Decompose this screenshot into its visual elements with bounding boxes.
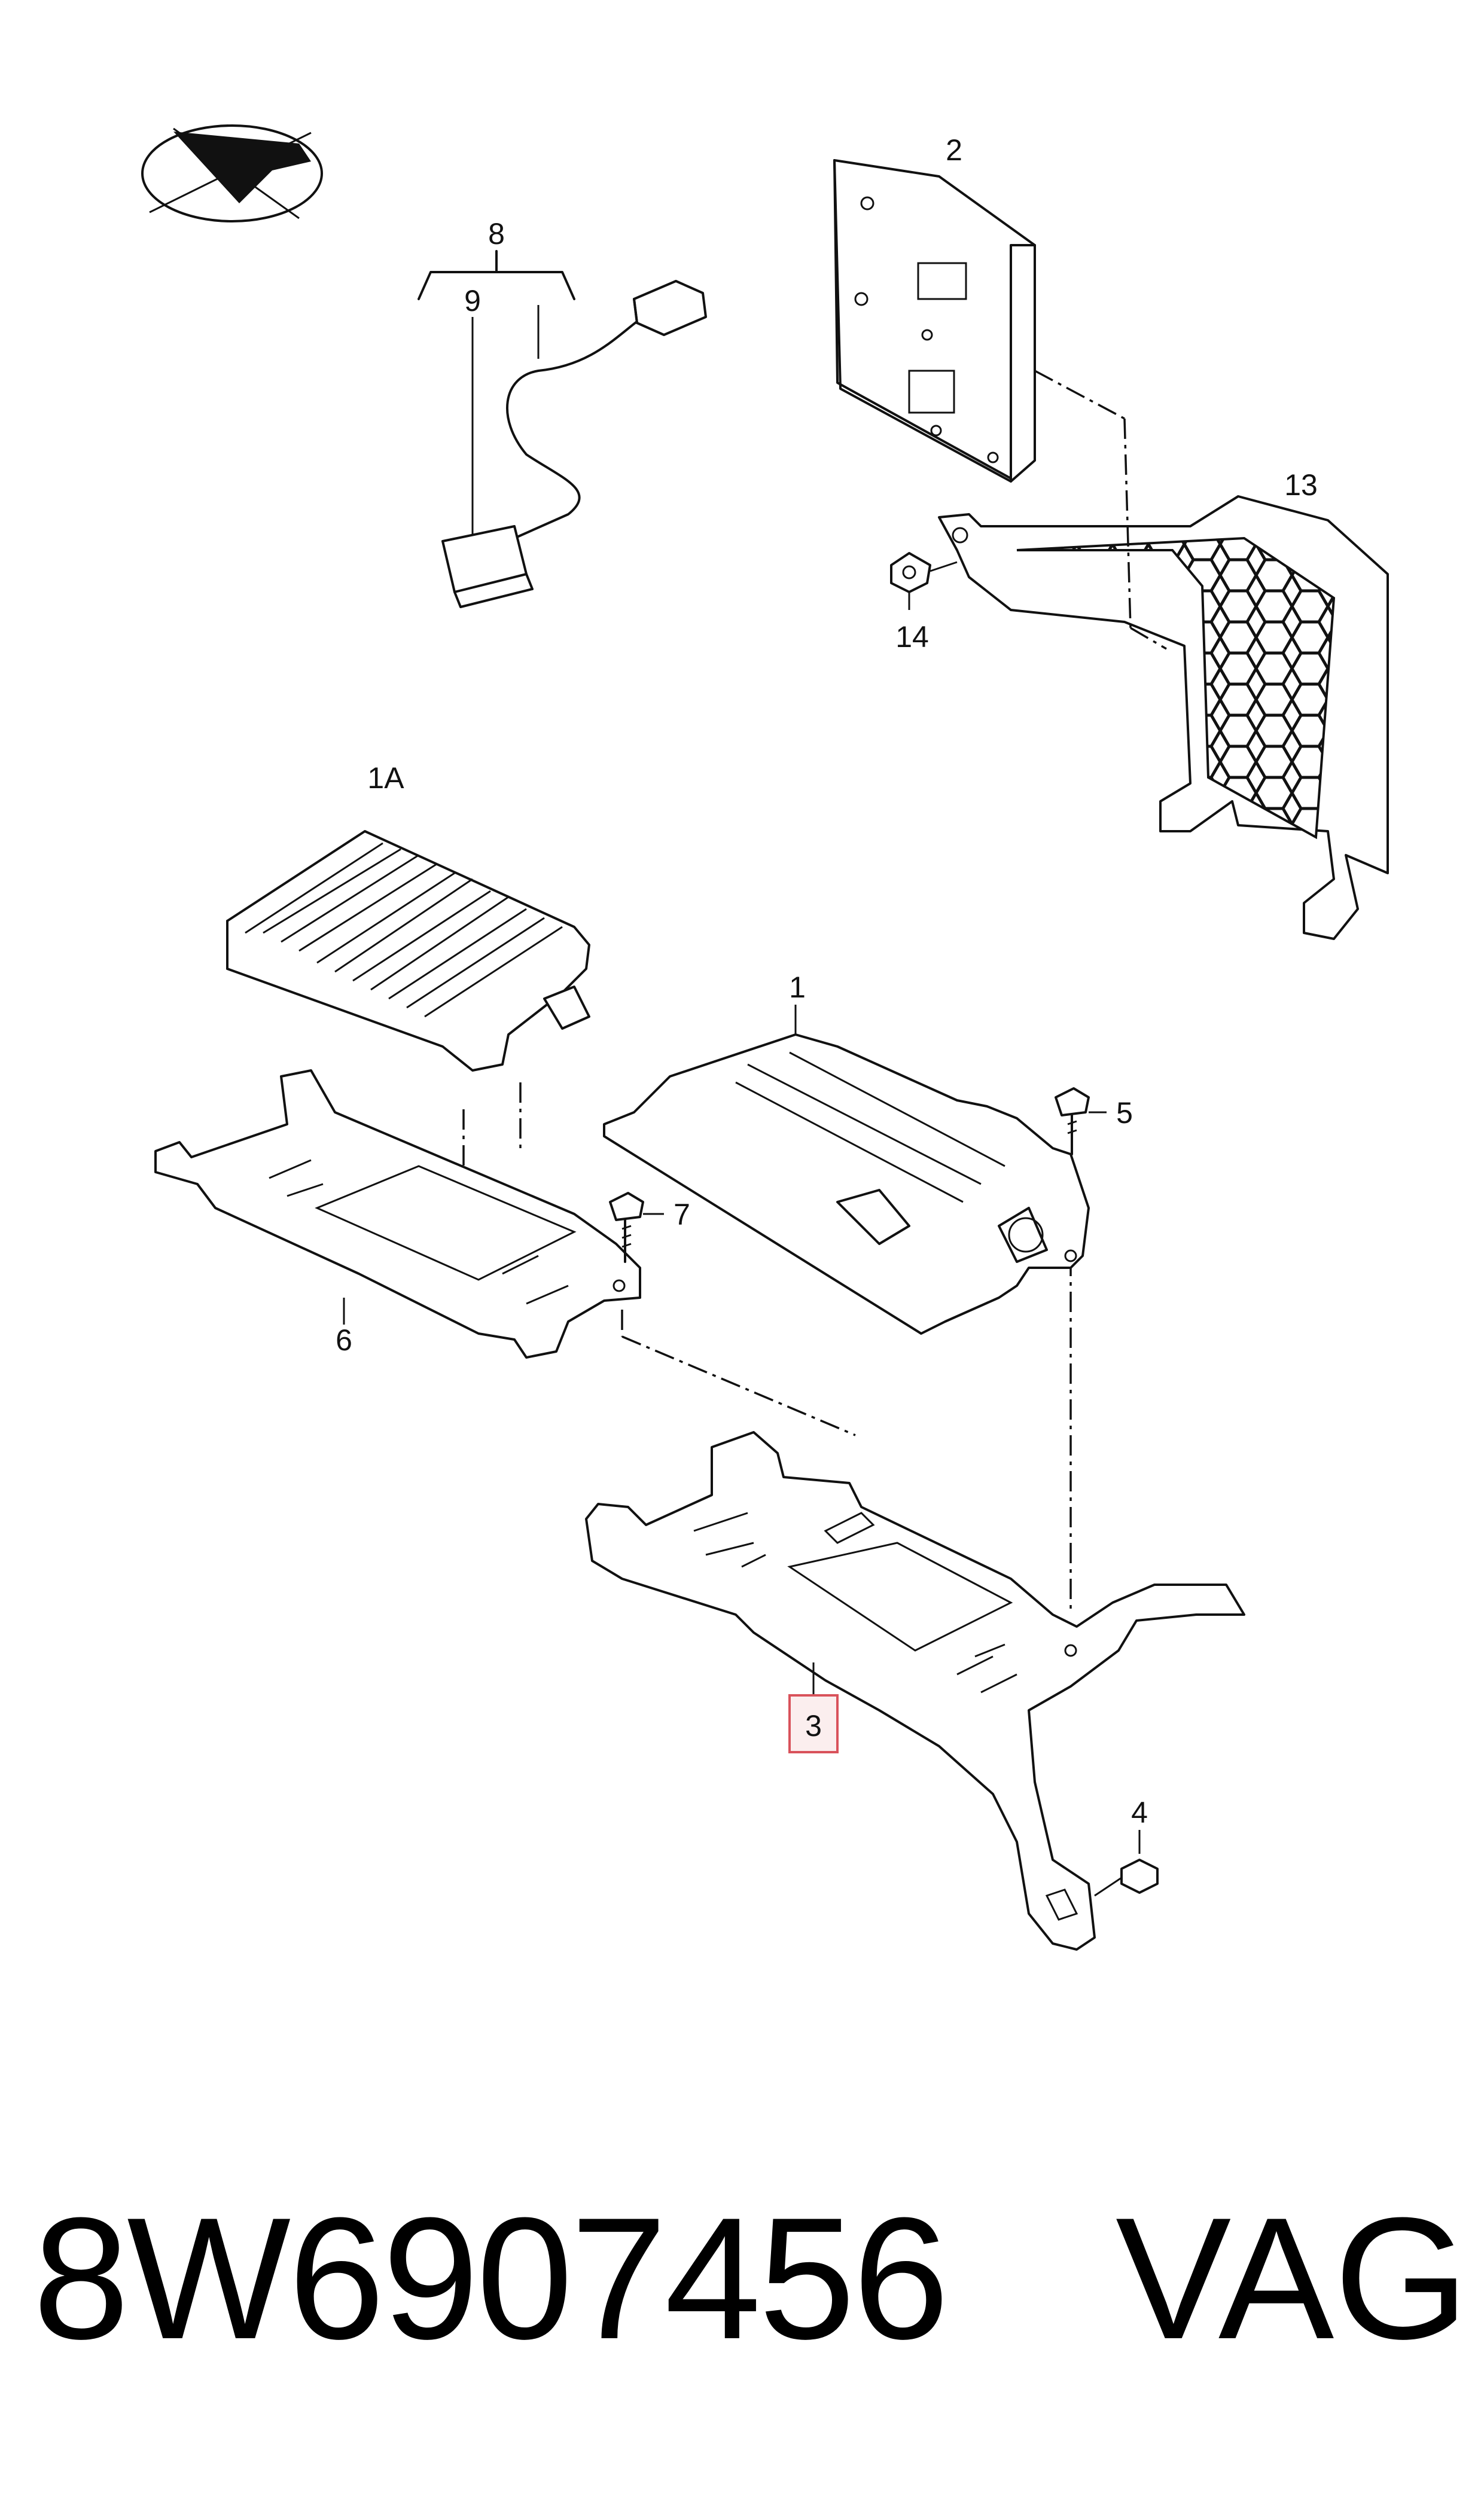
callout-label: 4 — [1131, 1796, 1148, 1829]
screw-part-5 — [1055, 1087, 1107, 1155]
callout-label: 13 — [1284, 468, 1318, 502]
callout-label: 1A — [367, 761, 404, 795]
amplifier-part-1a — [226, 830, 590, 1072]
alignment-line — [1130, 627, 1167, 650]
callout-label: 2 — [946, 133, 962, 167]
brand-text: VAG — [1116, 2182, 1469, 2375]
honeycomb-bracket-part-13 — [938, 495, 1389, 940]
clip-nut-part-4 — [1094, 1830, 1159, 1897]
alignment-line — [621, 1335, 856, 1436]
alignment-line — [1034, 370, 1125, 420]
screw-part-7 — [609, 1192, 664, 1263]
callout-label: 1 — [789, 971, 806, 1004]
callout-label: 9 — [464, 284, 481, 318]
callout-label: 8 — [488, 217, 505, 251]
carrier-plate-part-6 — [154, 1069, 641, 1359]
part-number-text: 8W6907456 — [33, 2182, 949, 2375]
callout-label: 6 — [336, 1323, 352, 1357]
callout-label-highlighted: 3 — [805, 1709, 822, 1743]
callout-label: 7 — [674, 1198, 690, 1231]
control-unit-part-2 — [833, 159, 1036, 483]
highlighted-callout-box — [788, 1694, 839, 1753]
head-unit-part-1 — [603, 1005, 1090, 1335]
cable-harness-part-8-9 — [418, 250, 707, 608]
mounting-bracket-part-3 — [585, 1431, 1245, 1951]
orientation-compass-icon — [141, 124, 323, 222]
callout-label: 14 — [895, 620, 929, 654]
callout-label: 5 — [1116, 1096, 1133, 1130]
nut-part-14 — [890, 552, 958, 610]
